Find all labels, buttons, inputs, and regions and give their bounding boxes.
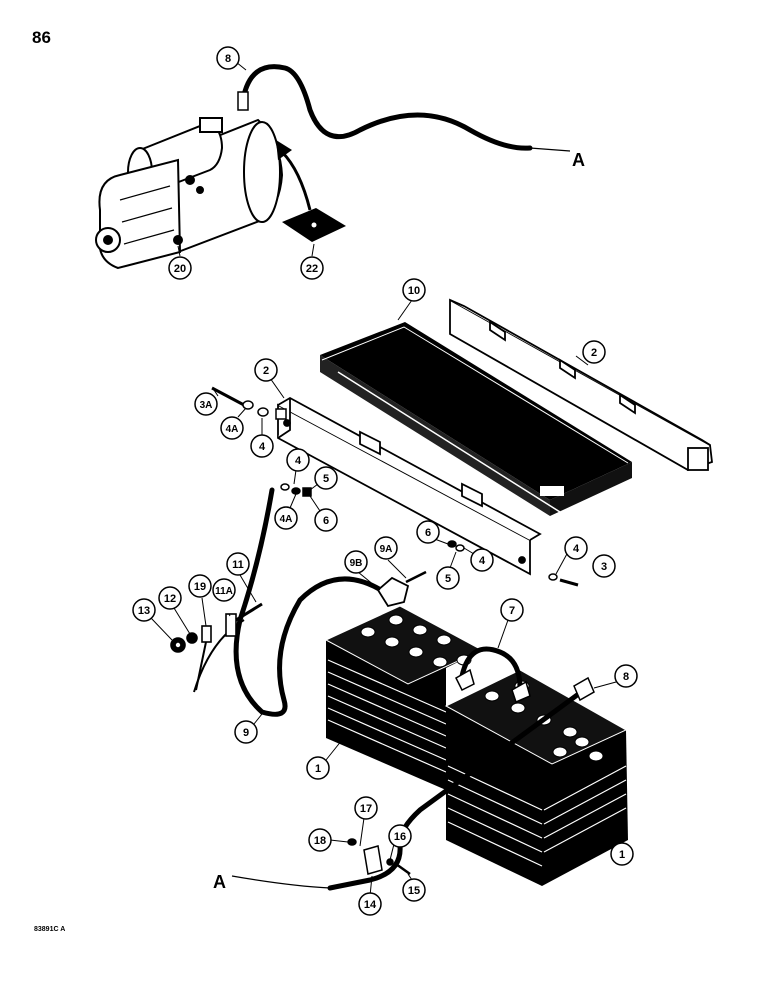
callout-2-front: 2: [254, 358, 278, 382]
cable-9: [233, 487, 393, 717]
svg-text:2: 2: [591, 347, 597, 359]
callout-5-right: 5: [436, 566, 460, 590]
callout-1-right: 1: [610, 842, 634, 866]
callout-6-mid: 6: [314, 508, 338, 532]
callout-4a-mid: 4A: [274, 506, 298, 530]
callout-4-mid: 4: [286, 448, 310, 472]
callout-4-right: 4: [470, 548, 494, 572]
svg-text:9B: 9B: [350, 558, 363, 569]
callout-22: 22: [300, 256, 324, 280]
callout-2-rear: 2: [582, 340, 606, 364]
callout-14: 14: [358, 892, 382, 916]
callout-19: 19: [188, 574, 212, 598]
callout-10: 10: [402, 278, 426, 302]
svg-text:18: 18: [314, 835, 326, 847]
callout-3: 3: [592, 554, 616, 578]
connector-a-top: A: [572, 150, 585, 170]
callout-3a: 3A: [194, 392, 218, 416]
callout-1-left: 1: [306, 756, 330, 780]
svg-text:16: 16: [394, 831, 406, 843]
lug-hardware: [170, 602, 263, 691]
svg-text:4: 4: [259, 441, 266, 453]
callout-5-mid: 5: [314, 466, 338, 490]
connector-a-bottom: A: [213, 872, 226, 892]
svg-text:14: 14: [364, 899, 377, 911]
svg-text:11: 11: [232, 559, 244, 571]
battery-right: [444, 669, 628, 886]
svg-text:13: 13: [138, 605, 150, 617]
svg-text:11A: 11A: [215, 586, 233, 597]
svg-text:8: 8: [623, 671, 629, 683]
bracket-rear: [449, 298, 713, 471]
callout-18: 18: [308, 828, 332, 852]
callout-4-top: 4: [250, 434, 274, 458]
install-arrow: [280, 150, 312, 211]
callout-11a: 11A: [212, 578, 236, 602]
svg-text:1: 1: [619, 849, 625, 861]
svg-text:8: 8: [225, 53, 231, 65]
callout-16: 16: [388, 824, 412, 848]
cable-7: [459, 646, 523, 691]
page-number: 86: [32, 28, 51, 47]
svg-text:19: 19: [194, 581, 206, 593]
callout-9: 9: [234, 720, 258, 744]
svg-text:9A: 9A: [380, 544, 393, 555]
svg-text:5: 5: [445, 573, 451, 585]
callout-7: 7: [500, 598, 524, 622]
svg-text:5: 5: [323, 473, 329, 485]
svg-text:15: 15: [408, 885, 420, 897]
callout-8-bottom: 8: [614, 664, 638, 688]
svg-text:3: 3: [601, 561, 607, 573]
svg-text:6: 6: [425, 527, 431, 539]
svg-text:9: 9: [243, 727, 249, 739]
callout-8-top: 8: [216, 46, 240, 70]
cable-clip: [347, 838, 411, 876]
svg-text:4A: 4A: [226, 424, 239, 435]
arrow-head: [276, 140, 292, 160]
figure-reference-code: 83891C A: [34, 926, 66, 933]
svg-text:7: 7: [509, 605, 515, 617]
svg-text:6: 6: [323, 515, 329, 527]
svg-text:3A: 3A: [200, 400, 213, 411]
callout-group: 8 20 22 10 2 2 3A 4A 4 4 5 4A 6 6 5 4 4 …: [132, 46, 638, 916]
svg-text:4A: 4A: [280, 514, 293, 525]
svg-text:17: 17: [360, 803, 372, 815]
callout-17: 17: [354, 796, 378, 820]
hold-down-pad: [320, 322, 632, 516]
svg-text:22: 22: [306, 263, 318, 275]
svg-text:10: 10: [408, 285, 420, 297]
callout-9b: 9B: [344, 550, 368, 574]
svg-text:4: 4: [295, 455, 302, 467]
svg-text:12: 12: [164, 593, 176, 605]
svg-text:4: 4: [573, 543, 580, 555]
svg-text:20: 20: [174, 263, 186, 275]
hardware-group: [211, 386, 579, 587]
cable-8-upper: [240, 64, 533, 151]
callout-12: 12: [158, 586, 182, 610]
svg-text:2: 2: [263, 365, 269, 377]
callout-20: 20: [168, 256, 192, 280]
callout-9a: 9A: [374, 536, 398, 560]
callout-4-far-right: 4: [564, 536, 588, 560]
callout-4a-top: 4A: [220, 416, 244, 440]
starter-motor: [95, 117, 284, 270]
svg-text:1: 1: [315, 763, 321, 775]
svg-text:4: 4: [479, 555, 486, 567]
callout-13: 13: [132, 598, 156, 622]
callout-15: 15: [402, 878, 426, 902]
terminal-clamp-9b: [376, 570, 427, 608]
callout-6-right: 6: [416, 520, 440, 544]
callout-11: 11: [226, 552, 250, 576]
